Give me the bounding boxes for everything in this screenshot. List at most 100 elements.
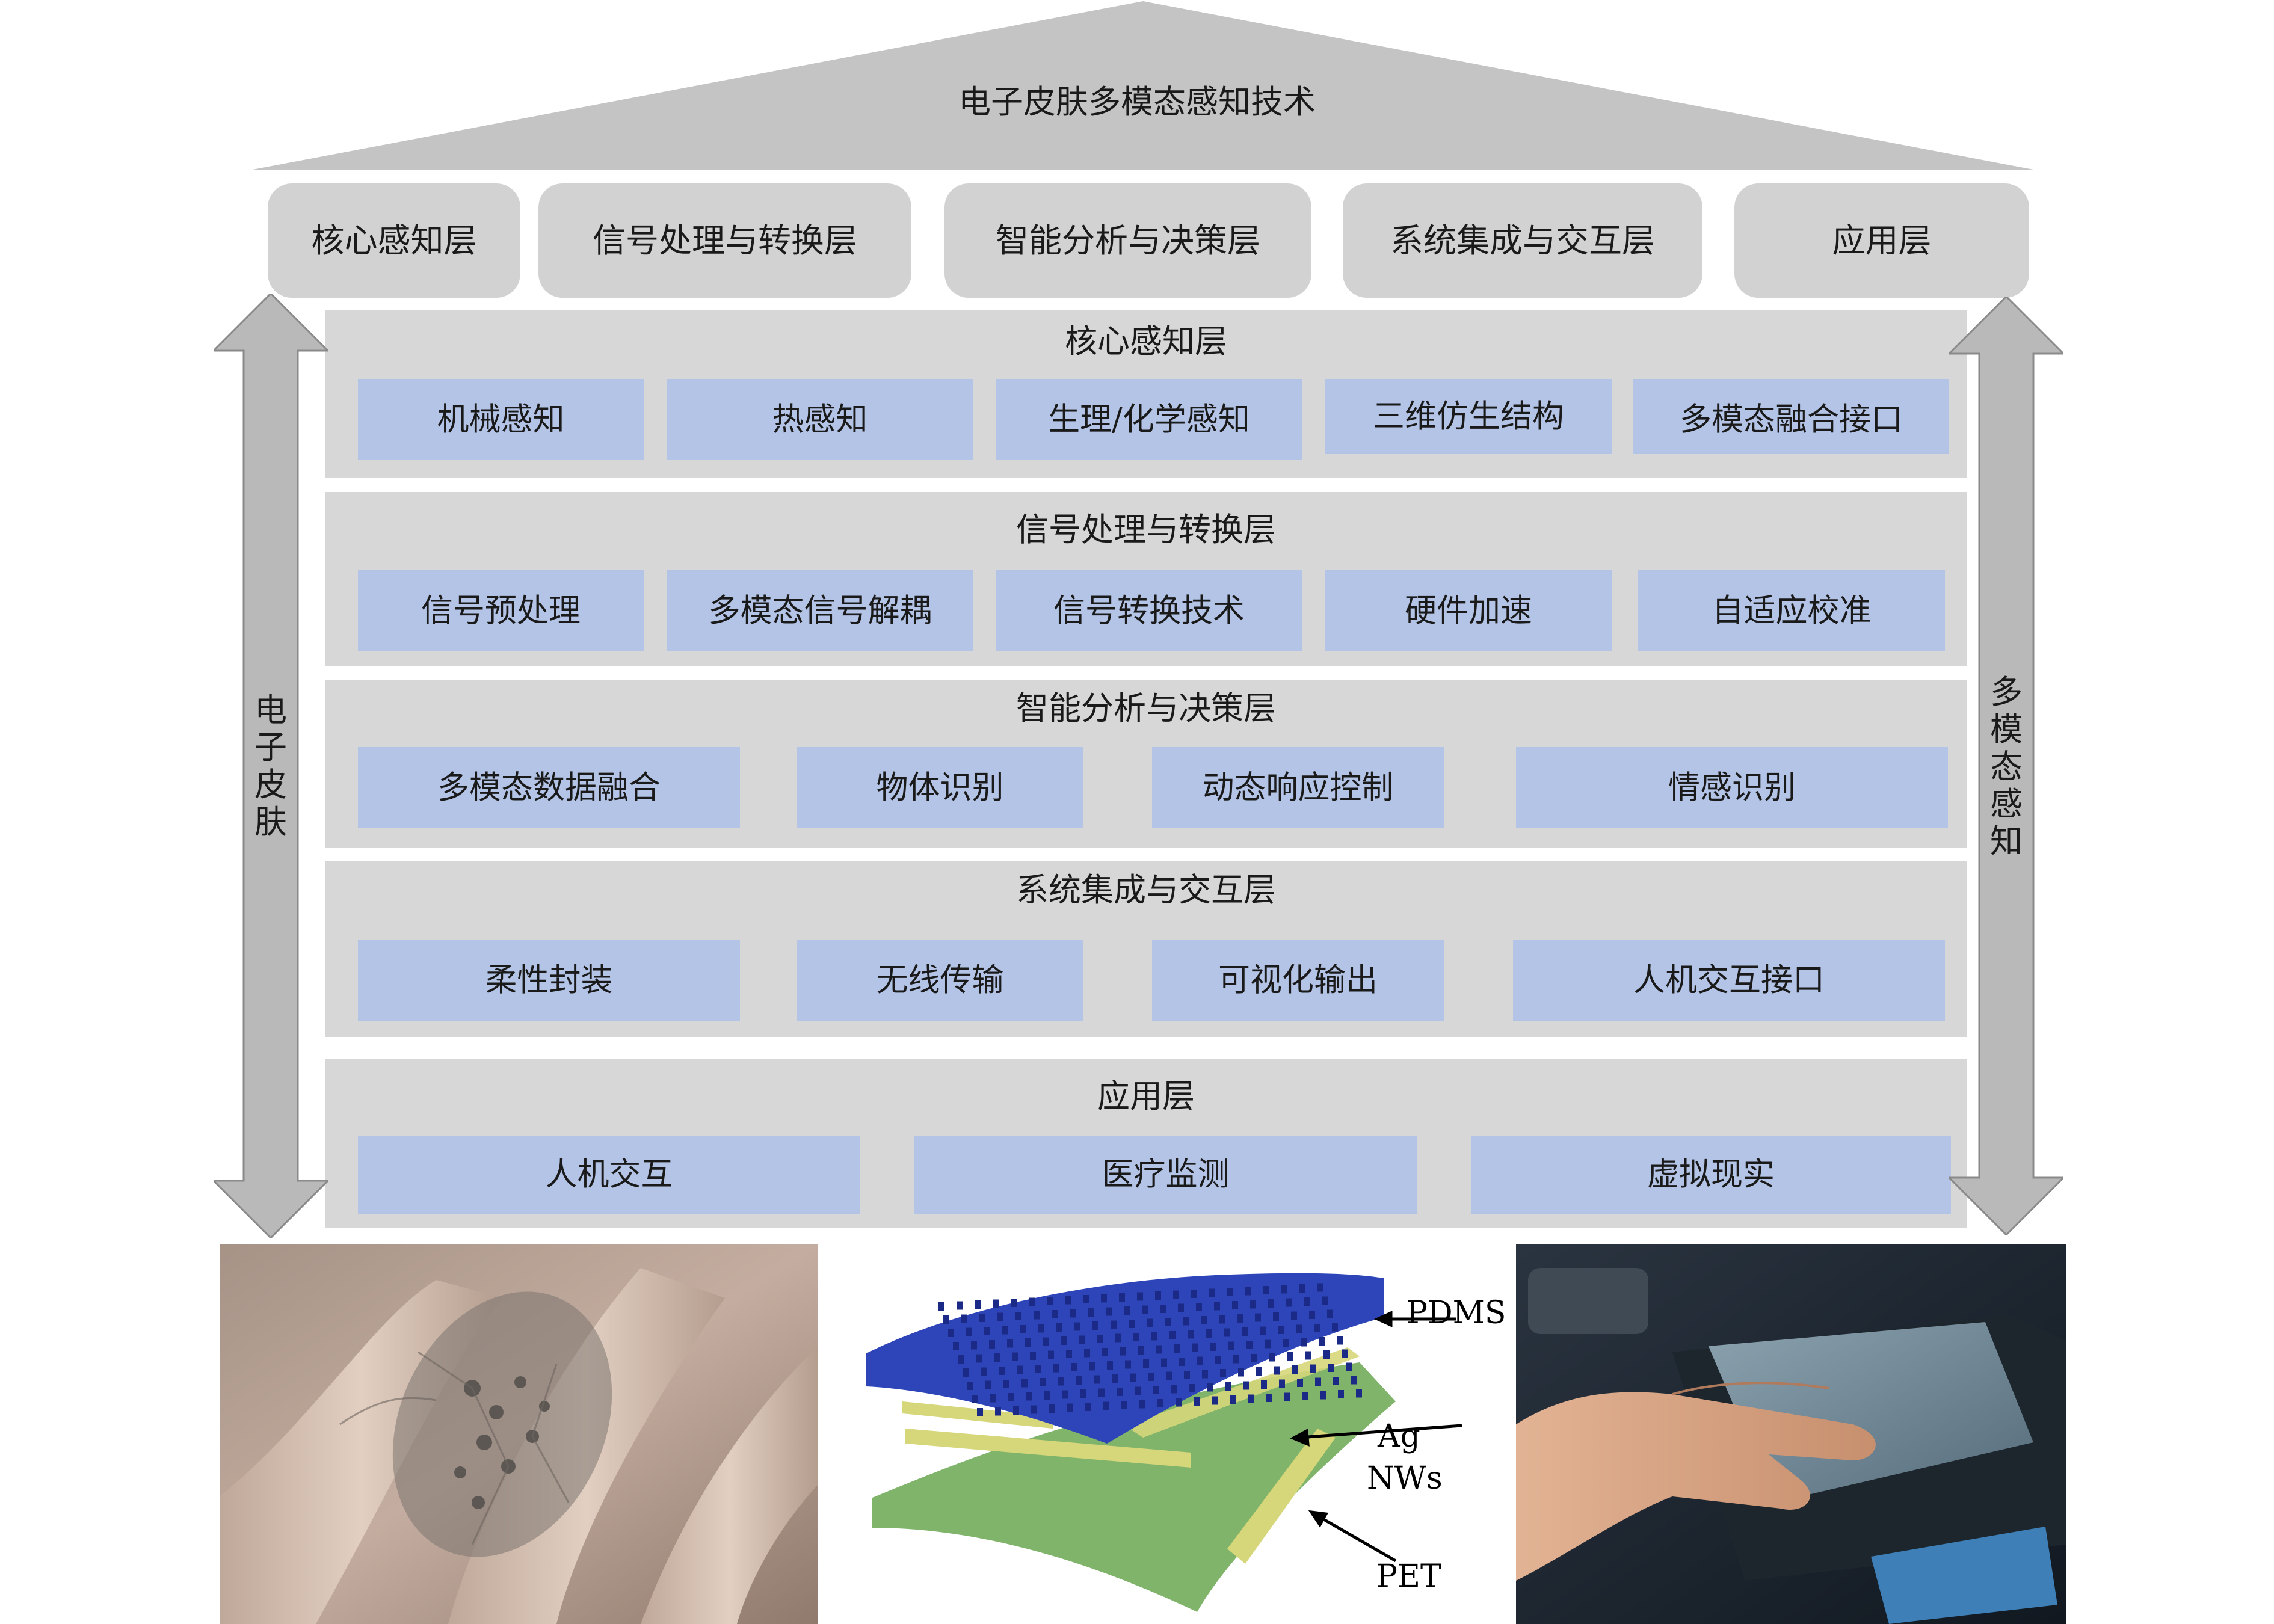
pdms-microstructure <box>1153 1386 1159 1394</box>
layer-core: 核心感知层 机械感知 热感知 生理/化学感知 三维仿生结构 多模态融合接口 <box>325 310 1967 478</box>
pdms-microstructure <box>938 1302 944 1311</box>
pdms-microstructure <box>1121 1401 1127 1409</box>
double-arrow-left-icon <box>214 294 328 1238</box>
layer-item: 物体识别 <box>797 747 1083 828</box>
pdms-microstructure <box>1192 1343 1198 1352</box>
layer-item: 三维仿生结构 <box>1325 379 1612 454</box>
layer-item: 动态响应控制 <box>1152 747 1444 828</box>
pdms-microstructure <box>1084 1349 1090 1358</box>
pdms-microstructure <box>1092 1321 1098 1330</box>
header-tab-analysis: 智能分析与决策层 <box>944 183 1311 298</box>
pdms-microstructure <box>1342 1349 1348 1358</box>
header-tab-system: 系统集成与交互层 <box>1343 183 1702 298</box>
pdms-microstructure <box>1256 1367 1262 1376</box>
pdms-microstructure <box>1299 1284 1305 1293</box>
pdms-microstructure <box>1310 1364 1316 1373</box>
pdms-microstructure <box>1304 1297 1310 1306</box>
pdms-microstructure <box>961 1314 967 1323</box>
pdms-microstructure <box>1142 1305 1148 1314</box>
pdms-microstructure <box>1047 1297 1053 1305</box>
layer-item: 自适应校准 <box>1638 570 1945 651</box>
layer-item: 多模态融合接口 <box>1633 379 1949 454</box>
pdms-microstructure <box>1238 1368 1244 1377</box>
pdms-microstructure <box>1151 1332 1157 1341</box>
pdms-microstructure <box>1101 1294 1107 1303</box>
pdms-microstructure <box>1209 1288 1215 1297</box>
pdms-microstructure <box>1255 1313 1261 1322</box>
layer-item: 人机交互接口 <box>1513 940 1945 1021</box>
pdms-microstructure <box>1053 1364 1059 1373</box>
layer-application: 应用层 人机交互 医疗监测 虚拟现实 <box>325 1059 1967 1228</box>
layer-system: 系统集成与交互层 柔性封装 无线传输 可视化输出 人机交互接口 <box>325 861 1967 1037</box>
pdms-microstructure <box>953 1342 959 1350</box>
pdms-microstructure <box>1296 1324 1302 1333</box>
pdms-microstructure <box>1251 1354 1257 1362</box>
pdms-microstructure <box>1232 1301 1238 1309</box>
pdms-microstructure <box>1279 1379 1285 1388</box>
pdms-microstructure <box>1196 1303 1202 1311</box>
layer-item: 硬件加速 <box>1325 570 1612 651</box>
pdms-microstructure <box>1242 1327 1248 1336</box>
pdms-microstructure <box>1228 1341 1234 1350</box>
layer-item: 多模态信号解耦 <box>667 570 973 651</box>
pdms-microstructure <box>1309 1311 1315 1319</box>
pdms-microstructure <box>1017 1365 1023 1374</box>
layer-item: 机械感知 <box>358 379 644 460</box>
pdms-microstructure <box>1260 1326 1266 1335</box>
pdms-microstructure <box>1215 1356 1221 1364</box>
layer-title: 智能分析与决策层 <box>1016 689 1276 727</box>
pdms-microstructure <box>1088 1308 1094 1317</box>
pdms-microstructure <box>1281 1285 1287 1294</box>
pdms-microstructure <box>1112 1374 1118 1383</box>
pdms-microstructure <box>1246 1341 1253 1349</box>
pdms-microstructure <box>1065 1296 1071 1305</box>
pdms-microstructure <box>1125 1360 1131 1369</box>
pdms-microstructure <box>1115 1333 1121 1343</box>
pdms-microstructure <box>1327 1309 1333 1318</box>
pdms-microstructure <box>1135 1386 1141 1395</box>
pdms-microstructure <box>1356 1389 1362 1398</box>
pdms-microstructure <box>1098 1388 1105 1397</box>
pdms-microstructure <box>1206 1329 1212 1338</box>
pdms-microstructure <box>1008 1393 1014 1401</box>
pdms-microstructure <box>997 1312 1003 1321</box>
pdms-microstructure <box>1120 1347 1126 1356</box>
pdms-microstructure <box>1207 1383 1213 1392</box>
pdms-microstructure <box>999 1367 1005 1375</box>
pdms-microstructure <box>1089 1362 1095 1371</box>
pdms-microstructure <box>1292 1365 1298 1374</box>
pdms-microstructure <box>1015 1312 1021 1320</box>
pdms-microstructure <box>1071 1363 1077 1371</box>
pdms-microstructure <box>1169 1331 1176 1339</box>
pdms-microstructure <box>976 1354 982 1363</box>
pdms-microstructure <box>1117 1388 1123 1396</box>
pdms-microstructure <box>1225 1382 1231 1391</box>
skin-hand-photo-icon <box>220 1244 818 1624</box>
pdms-microstructure <box>1337 1336 1343 1345</box>
pdms-microstructure <box>1183 1317 1189 1326</box>
pdms-microstructure <box>1062 1390 1068 1399</box>
pdms-microstructure <box>1129 1320 1135 1328</box>
pdms-microstructure <box>963 1368 969 1377</box>
pdms-microstructure <box>1119 1293 1125 1302</box>
pdms-microstructure <box>1220 1369 1226 1377</box>
pdms-microstructure <box>989 1340 995 1349</box>
pdms-microstructure <box>966 1327 972 1336</box>
pdms-microstructure <box>1048 1350 1054 1359</box>
page-title: 电子皮肤多模态感知技术 <box>958 83 1316 121</box>
pdms-microstructure <box>1094 1375 1100 1384</box>
pdms-microstructure <box>1302 1392 1308 1400</box>
pdms-microstructure <box>1061 1336 1067 1345</box>
pdms-microstructure <box>1021 1379 1028 1388</box>
pdms-microstructure <box>1212 1396 1218 1405</box>
header-tab-application: 应用层 <box>1734 183 2029 298</box>
pdms-microstructure <box>1230 1395 1236 1404</box>
pdms-microstructure <box>1184 1371 1190 1379</box>
pdms-microstructure <box>1156 1345 1162 1354</box>
pdms-microstructure <box>1338 1390 1344 1398</box>
pdms-microstructure <box>979 1314 985 1322</box>
pdms-microstructure <box>1138 1346 1144 1355</box>
pdms-microstructure <box>1044 1391 1050 1400</box>
ag-label: Ag <box>1377 1418 1420 1454</box>
layer-item: 生理/化学感知 <box>996 379 1302 460</box>
